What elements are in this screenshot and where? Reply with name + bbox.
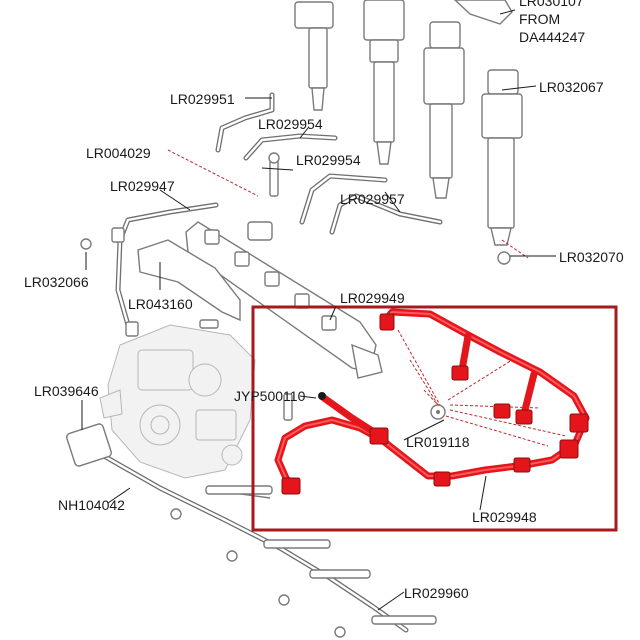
label-lr032066: LR032066 [24,274,89,290]
label-nh104042: NH104042 [58,497,125,513]
injector-2 [363,0,405,165]
label-from-line: FROM [519,11,560,27]
return-bracket [453,0,513,25]
rail-bracket [137,239,241,322]
glow-plug-harness [66,423,437,638]
label-lr032067: LR032067 [539,79,604,95]
fuel-injection-pump [99,324,256,479]
clip-pointer-lines [167,149,567,447]
injector-4 [481,69,523,246]
label-lr032070: LR032070 [559,249,624,265]
highlight-frame [251,305,618,532]
label-from-number: DA444247 [519,29,585,45]
injector-1 [294,1,334,111]
label-lr029951: LR029951 [170,91,235,107]
label-lr029948: LR029948 [472,509,537,525]
high-pressure-pipes [111,92,443,337]
injector-3 [423,21,465,199]
label-lr029954-top: LR029954 [258,116,323,132]
injector-wiring-harness [274,308,590,495]
leader-lines [81,9,556,611]
label-lr029954-mid: LR029954 [296,152,361,168]
label-lr043160: LR043160 [128,296,193,312]
label-lr029960: LR029960 [404,585,469,601]
label-lr039646: LR039646 [34,383,99,399]
label-lr030107: LR030107 [519,0,584,9]
label-jyp500110: JYP500110 [234,388,306,404]
label-lr029947: LR029947 [110,178,175,194]
part-labels: LR030107 FROM DA444247 LR032067 LR029951… [24,0,624,601]
label-lr029957: LR029957 [340,191,405,207]
label-lr029949: LR029949 [340,290,405,306]
label-lr019118: LR019118 [406,434,470,450]
label-lr004029: LR004029 [86,145,151,161]
fuel-rail [185,221,383,379]
